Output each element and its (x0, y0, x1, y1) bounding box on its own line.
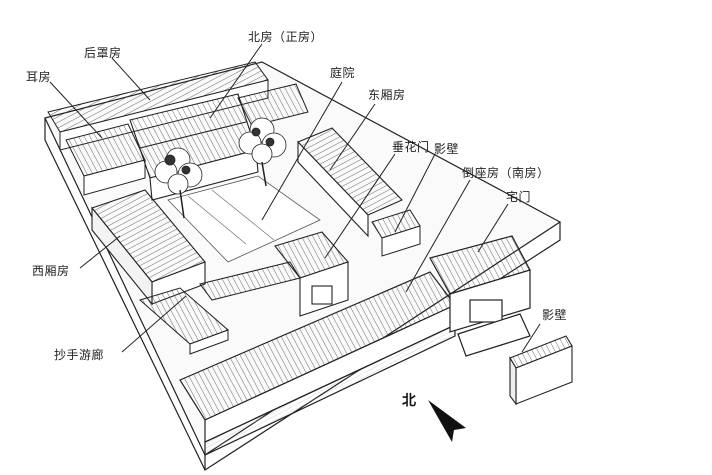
festooned-gate (274, 231, 349, 317)
outer-screen-wall (509, 335, 573, 406)
tree-east (238, 117, 287, 187)
leader-lines (49, 43, 541, 353)
east-wing (297, 127, 403, 238)
label-festooned-gate: 垂花门 (392, 140, 430, 154)
label-inner-screen-wall: 影壁 (434, 142, 460, 156)
label-rear-building: 后罩房 (84, 46, 122, 60)
label-main-gate: 宅门 (506, 190, 532, 204)
tree-west (154, 147, 203, 219)
veranda-corridor (138, 261, 301, 355)
label-courtyard: 庭院 (330, 66, 356, 80)
label-veranda-corridor: 抄手游廊 (54, 348, 105, 362)
courtyard-ground (167, 175, 321, 263)
north-arrow-icon (428, 400, 466, 442)
label-ear-room: 耳房 (26, 70, 52, 84)
main-gate (429, 235, 531, 357)
south-building (179, 271, 456, 456)
ear-room-west (65, 123, 146, 196)
label-south-building: 倒座房（南房） (462, 166, 550, 180)
label-outer-screen-wall: 影壁 (542, 308, 568, 322)
label-north-main-hall: 北房（正房） (248, 30, 324, 44)
north-label: 北 (402, 393, 416, 409)
label-east-wing: 东厢房 (368, 88, 406, 102)
inner-screen-wall (371, 209, 421, 257)
label-west-wing: 西厢房 (32, 264, 70, 278)
ear-room-east (237, 83, 309, 127)
